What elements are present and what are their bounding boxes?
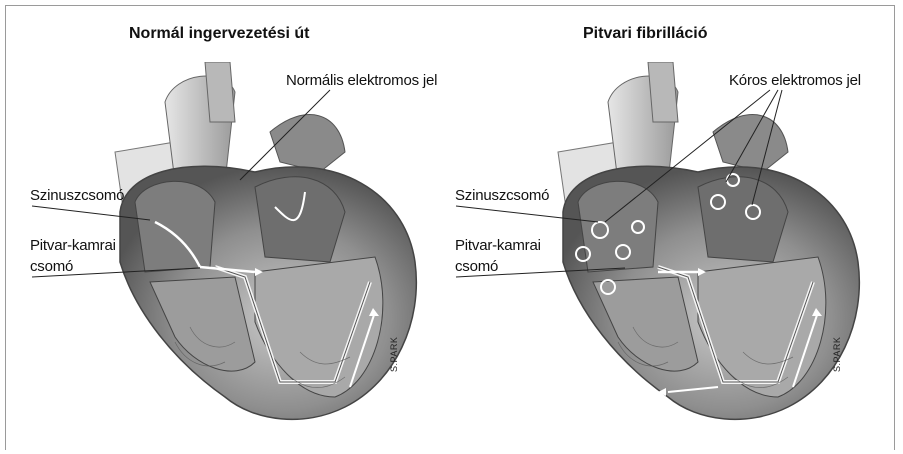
right-signal-leader-1	[605, 90, 770, 222]
left-sinus-leader	[32, 206, 150, 220]
left-signal-leader	[240, 90, 330, 180]
left-av-leader	[32, 268, 200, 277]
right-sinus-leader	[456, 206, 598, 222]
right-signal-leader-3	[752, 90, 782, 205]
right-av-leader	[456, 268, 625, 277]
